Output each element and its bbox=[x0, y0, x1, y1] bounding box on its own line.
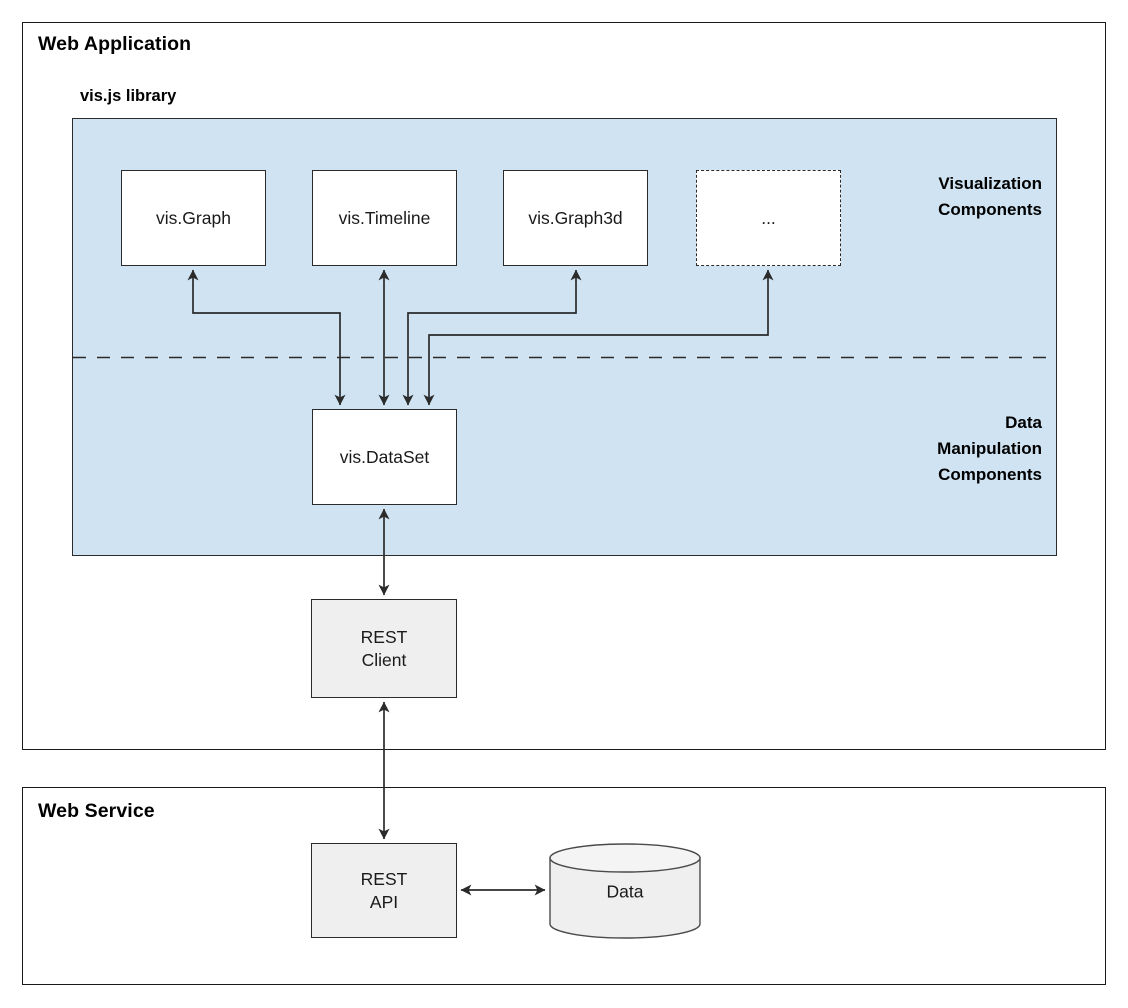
data-manipulation-components-label: Data Manipulation Components bbox=[937, 413, 1042, 484]
node-rest-client[interactable]: REST Client bbox=[311, 599, 457, 698]
web-service-title: Web Service bbox=[38, 800, 155, 822]
database-label: Data bbox=[606, 881, 644, 902]
node-vis-timeline[interactable]: vis.Timeline bbox=[312, 170, 457, 266]
node-vis-dataset[interactable]: vis.DataSet bbox=[312, 409, 457, 505]
node-database[interactable]: Data bbox=[549, 843, 701, 939]
node-more-components[interactable]: ... bbox=[696, 170, 841, 266]
node-vis-graph[interactable]: vis.Graph bbox=[121, 170, 266, 266]
node-vis-graph3d[interactable]: vis.Graph3d bbox=[503, 170, 648, 266]
node-rest-api[interactable]: REST API bbox=[311, 843, 457, 938]
visualization-components-label: Visualization Components bbox=[938, 174, 1042, 219]
database-cylinder-icon bbox=[549, 843, 701, 939]
web-application-title: Web Application bbox=[38, 33, 192, 55]
vis-js-library-title: vis.js library bbox=[80, 87, 177, 105]
